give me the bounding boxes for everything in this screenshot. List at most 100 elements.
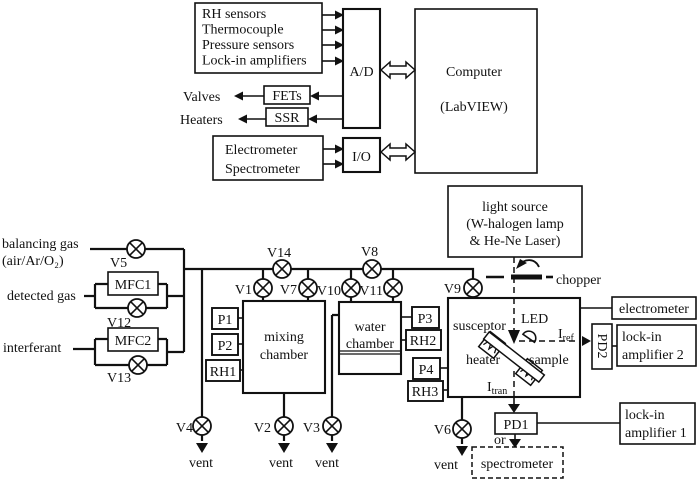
light-source-label: light source (482, 200, 548, 215)
mixing-chamber-box (241, 299, 327, 395)
valve-v10-icon (341, 278, 361, 298)
chopper-label: chopper (556, 273, 601, 288)
valves-output-label: Valves (183, 90, 220, 105)
io-inputs-box (212, 135, 324, 181)
iref-label: Iref (558, 327, 574, 344)
mfc1-label: MFC1 (115, 278, 152, 293)
vent-label: vent (189, 456, 213, 471)
valve-v2-icon (274, 416, 294, 436)
io-box (341, 136, 382, 174)
beam-arrowhead (508, 330, 520, 344)
vent-arrows (196, 443, 468, 456)
susceptor-box (446, 296, 582, 399)
balancing-gas-sublabel: (air/Ar/O₂) (2, 254, 64, 269)
rh3-sensor-box (407, 380, 444, 402)
heater-label: heater (466, 353, 501, 368)
valve-v12-icon (127, 298, 147, 318)
mfc2-label: MFC2 (115, 334, 152, 349)
sensor-input-label: Pressure sensors (202, 38, 294, 53)
water-chamber-box (337, 300, 403, 376)
mixing-chamber-label: mixing (264, 330, 304, 345)
sensor-inputs-box (194, 2, 323, 74)
valve-v11-label: V11 (359, 284, 383, 299)
vent-label: vent (269, 456, 293, 471)
valve-v8-icon (362, 259, 382, 279)
lockin1-label: lock-in (625, 408, 665, 423)
sample-holder-bar (482, 330, 546, 384)
mfc1-box (107, 271, 159, 296)
valve-v13-label: V13 (107, 371, 131, 386)
valve-v1-label: V1 (235, 283, 252, 298)
valve-v4-label: V4 (176, 421, 193, 436)
mixing-chamber-label2: chamber (260, 348, 309, 363)
electrometer-input-label: Electrometer (225, 143, 298, 158)
ad-to-ssr-arrow (308, 114, 317, 124)
iref-arrowhead (582, 336, 591, 346)
ssr-label: SSR (275, 111, 301, 126)
light-source-label2: (W-halogen lamp (466, 217, 564, 232)
valve-v9-label: V9 (444, 282, 461, 297)
mfc2-box (107, 327, 159, 352)
valve-v7-label: V7 (280, 283, 297, 298)
led-label: LED (521, 312, 548, 327)
inputs-to-io-arrow (335, 144, 344, 154)
p4-sensor-box (412, 357, 441, 380)
heaters-output-label: Heaters (180, 113, 223, 128)
computer-sublabel: (LabVIEW) (440, 100, 508, 115)
light-source-label3: & He-Ne Laser) (470, 234, 561, 249)
ssr-to-heaters-arrow (238, 114, 247, 124)
ad-converter-box (341, 7, 382, 130)
valve-v14-label: V14 (267, 246, 291, 261)
electrometer-box (611, 296, 697, 320)
valve-v1-icon (253, 278, 273, 298)
chopper-icon (486, 259, 553, 280)
rh3-label: RH3 (412, 385, 438, 400)
computer-label: Computer (446, 65, 502, 80)
itran-arrowhead (508, 404, 520, 413)
valve-v2-label: V2 (254, 421, 271, 436)
detected-gas-label: detected gas (7, 289, 76, 304)
itran-label: Itran (487, 380, 507, 397)
valve-v3-label: V3 (303, 421, 320, 436)
valve-v5-icon (126, 239, 146, 259)
computer-box (414, 8, 538, 174)
p2-label: P2 (218, 339, 233, 354)
lockin1-box (619, 402, 696, 445)
lockin1-label2: amplifier 1 (625, 426, 687, 441)
p1-label: P1 (218, 313, 233, 328)
lockin2-box (616, 324, 697, 367)
lockin2-label: lock-in (622, 330, 662, 345)
valve-v12-label: V12 (107, 316, 131, 331)
p2-sensor-box (211, 333, 239, 356)
electrometer-label: electrometer (619, 302, 689, 317)
spectrometer-box (471, 446, 564, 479)
valve-v3-icon (322, 416, 342, 436)
sensor-input-label: Lock-in amplifiers (202, 54, 307, 69)
p3-sensor-box (411, 306, 440, 329)
susceptor-label: susceptor (453, 319, 506, 334)
valve-v7-icon (298, 278, 318, 298)
valve-v5-label: V5 (110, 256, 127, 271)
fets-label: FETs (272, 89, 301, 104)
valve-v10-label: V10 (317, 284, 341, 299)
valve-v11-icon (383, 278, 403, 298)
lockin2-label2: amplifier 2 (622, 348, 684, 363)
valve-v6-label: V6 (434, 423, 451, 438)
water-chamber-label: water (354, 320, 385, 335)
light-source-box (447, 185, 583, 258)
p3-label: P3 (418, 312, 433, 327)
sensor-input-label: RH sensors (202, 7, 266, 22)
io-computer-bus-arrow-icon (380, 143, 416, 161)
fets-box (263, 85, 311, 105)
ad-to-fets-arrow (310, 91, 319, 101)
or-arrowhead (509, 439, 521, 448)
spectrometer-input-label: Spectrometer (225, 162, 300, 177)
p1-sensor-box (211, 307, 239, 330)
pd2-label: PD2 (594, 334, 609, 359)
valve-v14-icon (272, 259, 292, 279)
valve-v13-icon (128, 355, 148, 375)
rh1-sensor-box (205, 359, 241, 382)
rh1-label: RH1 (210, 365, 236, 380)
valve-v8-label: V8 (361, 245, 378, 260)
